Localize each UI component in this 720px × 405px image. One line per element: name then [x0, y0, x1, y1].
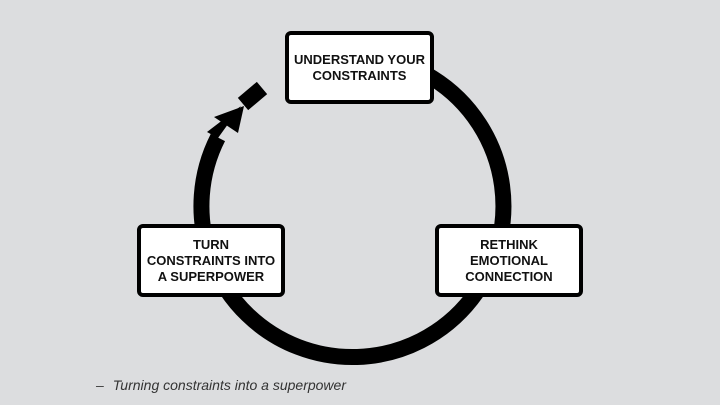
cycle-arc-head-segment [237, 81, 268, 111]
cycle-arrowhead-tip [214, 106, 244, 133]
caption: –Turning constraints into a superpower [96, 377, 346, 393]
step-understand-constraints: UNDERSTAND YOUR CONSTRAINTS [285, 31, 434, 104]
step-turn-constraints-superpower: TURN CONSTRAINTS INTO A SUPERPOWER [137, 224, 285, 297]
caption-text: Turning constraints into a superpower [112, 377, 346, 393]
step-rethink-emotional-connection: RETHINK EMOTIONAL CONNECTION [435, 224, 583, 297]
caption-dash: – [96, 377, 104, 393]
